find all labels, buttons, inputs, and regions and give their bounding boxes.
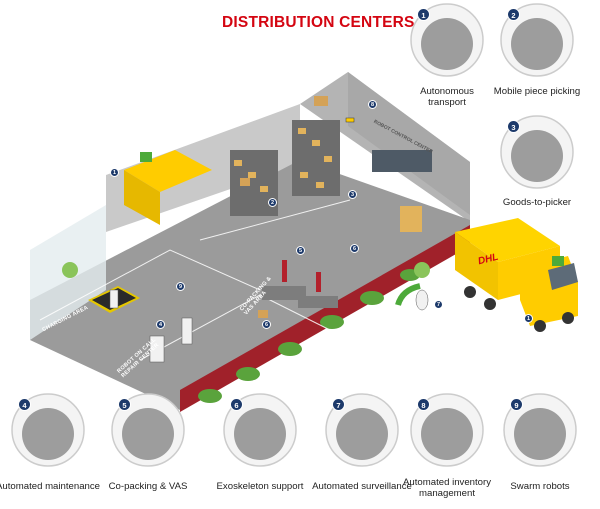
floor-markings [39,199,351,361]
scene-marker: 6 [262,320,271,329]
feature-scene-9 [514,408,566,460]
scene-marker: 2 [268,198,277,207]
feature-caption: Goods-to-picker [502,197,572,208]
feature-number-badge: 5 [118,398,131,411]
service-robots [109,289,429,363]
scene-marker: 1 [110,168,119,177]
feature-scene-6 [234,408,286,460]
control-center [372,150,432,172]
right-wall [348,72,470,215]
feature-caption: Autonomous transport [420,86,474,108]
drone-icon [345,117,355,123]
feature-scene-5 [122,408,174,460]
scene-marker: 5 [296,246,305,255]
feature-number-badge: 7 [332,398,345,411]
feature-scene-2 [511,18,563,70]
feature-number-badge: 3 [507,120,520,133]
feature-scene-1 [421,18,473,70]
feature-number-badge: 1 [417,8,430,21]
feature-caption: Automated inventory management [403,477,491,499]
feature-number-badge: 4 [18,398,31,411]
feature-scene-7 [336,408,388,460]
scene-marker: 3 [348,190,357,199]
scene-marker: 8 [368,100,377,109]
feature-scene-8 [421,408,473,460]
feature-number-badge: 8 [417,398,430,411]
scene-marker: 4 [156,320,165,329]
dock-trailer [124,150,212,192]
robot-arms [282,260,321,292]
scene-marker: 7 [434,300,443,309]
copacking-tables [262,286,338,308]
scene-marker: 1 [524,314,533,323]
feature-number-badge: 2 [507,8,520,21]
feature-scene-3 [511,130,563,182]
feature-caption: Co-packing & VAS [108,481,188,492]
feature-number-badge: 6 [230,398,243,411]
feature-number-badge: 9 [510,398,523,411]
dhl-truck [455,218,578,332]
trees [62,262,430,278]
floor-boxes [240,96,328,318]
feature-caption: Exoskeleton support [216,481,304,492]
shelf-boxes [234,128,422,232]
feature-caption: Mobile piece picking [493,86,581,97]
hedge [198,269,420,403]
scene-marker: 9 [176,282,185,291]
surveillance-arrow [395,283,421,306]
page-title: DISTRIBUTION CENTERS [222,14,415,31]
feature-scene-4 [22,408,74,460]
feature-caption: Automated surveillance [312,481,412,492]
truck-screen-icon [552,256,564,266]
feature-caption: Automated maintenance [0,481,100,492]
feature-caption: Swarm robots [510,481,570,492]
feature-circles [11,3,577,467]
dock-screen-icon [140,152,152,162]
warehouse-floor [30,160,470,410]
scene-marker: 6 [350,244,359,253]
